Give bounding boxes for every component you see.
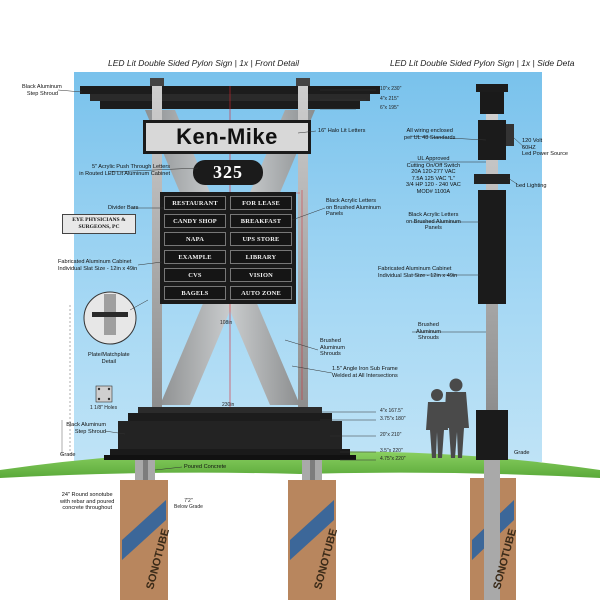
base-tier-5 [104, 455, 356, 460]
post-left [152, 80, 162, 410]
tenant-panel: CANDY SHOP [164, 214, 226, 228]
tenant-panel-grid: RESTAURANT FOR LEASE CANDY SHOP BREAKFAS… [164, 196, 292, 300]
tenant-panel: VISION [230, 268, 292, 282]
dim-bot-1: 4"x 167.5" [380, 408, 403, 414]
tenant-panel: UPS STORE [230, 232, 292, 246]
dim-width-mid: 230in [222, 402, 235, 408]
tenant-panel: BAGELS [164, 286, 226, 300]
sonotube-stripe-left [122, 500, 166, 560]
callout-wiring: All wiring enclosed per UL 48 Standards [404, 128, 456, 141]
callout-grade: Grade [60, 452, 76, 458]
callout-step-shroud-top: Black Aluminum Step Shroud [22, 84, 62, 97]
side-light-box [474, 174, 510, 184]
callout-step-shroud-bottom: Black Aluminum Step Shroud [66, 422, 106, 435]
dim-width-panel: 108in [220, 320, 233, 326]
dim-bot-2: 3.75"x 180" [380, 416, 406, 422]
tenant-panel: RESTAURANT [164, 196, 226, 210]
tenant-panel: CVS [164, 268, 226, 282]
front-detail-title: LED Lit Double Sided Pylon Sign | 1x | F… [108, 58, 300, 68]
callout-side-grade: Grade [514, 450, 530, 456]
callout-sonotube: 24" Round sonotube with rebar and poured… [60, 492, 115, 512]
side-top-shroud [480, 92, 504, 114]
sign-name: Ken-Mike [176, 124, 278, 149]
base-tier-4 [110, 449, 350, 455]
side-base [476, 410, 508, 460]
leader-lines [57, 89, 526, 471]
dim-bot-3: 20"x 210" [380, 432, 402, 438]
callout-plate-detail: Plate/Matchplate Detail [88, 352, 130, 365]
side-detail-title: LED Lit Double Sided Pylon Sign | 1x | S… [390, 58, 575, 68]
tenant-cabinet [160, 192, 296, 304]
sonotube-stripe-mid [290, 500, 334, 560]
dim-top-1: 10"x 230" [380, 86, 402, 92]
base-tier-1 [138, 407, 322, 413]
person-silhouettes [426, 378, 469, 458]
callout-poured-concrete: Poured Concrete [184, 464, 227, 470]
side-cabinet [478, 190, 506, 304]
tenant-panel: LIBRARY [230, 250, 292, 264]
callout-fab-cabinet: Fabricated Aluminum Cabinet Individual S… [58, 259, 138, 272]
header-face [146, 123, 308, 151]
plate-detail-post [104, 294, 116, 312]
plate-detail-post-low [104, 317, 116, 335]
dim-ticks [320, 89, 376, 461]
callout-side-black-acrylic: Black Acrylic Letters on Brushed Aluminu… [406, 212, 461, 232]
side-panel-sample: EYE PHYSICIANS & SURGEONS, PC [62, 214, 136, 234]
sign-number: 325 [213, 162, 243, 182]
side-concrete [484, 460, 500, 600]
callout-acrylic-push: 5" Acrylic Push Through Letters in Route… [79, 164, 170, 177]
post-cap-right [296, 78, 310, 86]
tenant-panel: FOR LEASE [230, 196, 292, 210]
dim-top-2: 4"x 215" [380, 96, 399, 102]
number-cabinet [193, 160, 263, 185]
callout-divider-bars: Divider Bars [108, 205, 139, 211]
plate-detail-plate [92, 312, 128, 317]
tenant-panel: BREAKFAST [230, 214, 292, 228]
dim-top-3: 6"x 195" [380, 105, 399, 111]
tenant-panel: NAPA [164, 232, 226, 246]
dim-bot-4: 3.5"x 220" [380, 448, 403, 454]
callout-angle-iron: 1.5" Angle Iron Sub Frame Welded at All … [332, 366, 398, 379]
post-right [298, 80, 308, 410]
tenant-panel: EXAMPLE [164, 250, 226, 264]
callout-halo-letters: 16" Halo Lit Letters [318, 128, 366, 134]
tenant-panel: AUTO ZONE [230, 286, 292, 300]
side-power-box [506, 124, 514, 146]
callout-ul-approved: UL Approved Cutting On/Off Switch 20A 12… [406, 156, 461, 195]
callout-black-acrylic: Black Acrylic Letters on Brushed Aluminu… [326, 198, 381, 218]
plate-square [95, 385, 113, 403]
plate-detail-leader [129, 299, 149, 311]
callout-brushed-shrouds: Brushed Aluminum Shrouds [320, 338, 345, 358]
callout-side-brushed: Brushed Aluminum Shrouds [416, 322, 441, 342]
callout-side-fab-cabinet: Fabricated Aluminum Cabinet Individual S… [378, 266, 458, 279]
callout-plate-hole: 1 1/8" Holes [90, 405, 118, 411]
base-tier-3 [118, 421, 342, 449]
dim-bot-5: 4.75"x 220" [380, 456, 406, 462]
base-tier-2 [128, 413, 332, 421]
side-top-cap [476, 84, 508, 92]
callout-led-lighting: Led Lighting [516, 183, 547, 189]
callout-below-grade: 7'2" Below Grade [174, 498, 203, 510]
post-cap-left [150, 78, 164, 86]
callout-power-source: 120 Volt 60HZ Led Power Source [522, 138, 569, 158]
